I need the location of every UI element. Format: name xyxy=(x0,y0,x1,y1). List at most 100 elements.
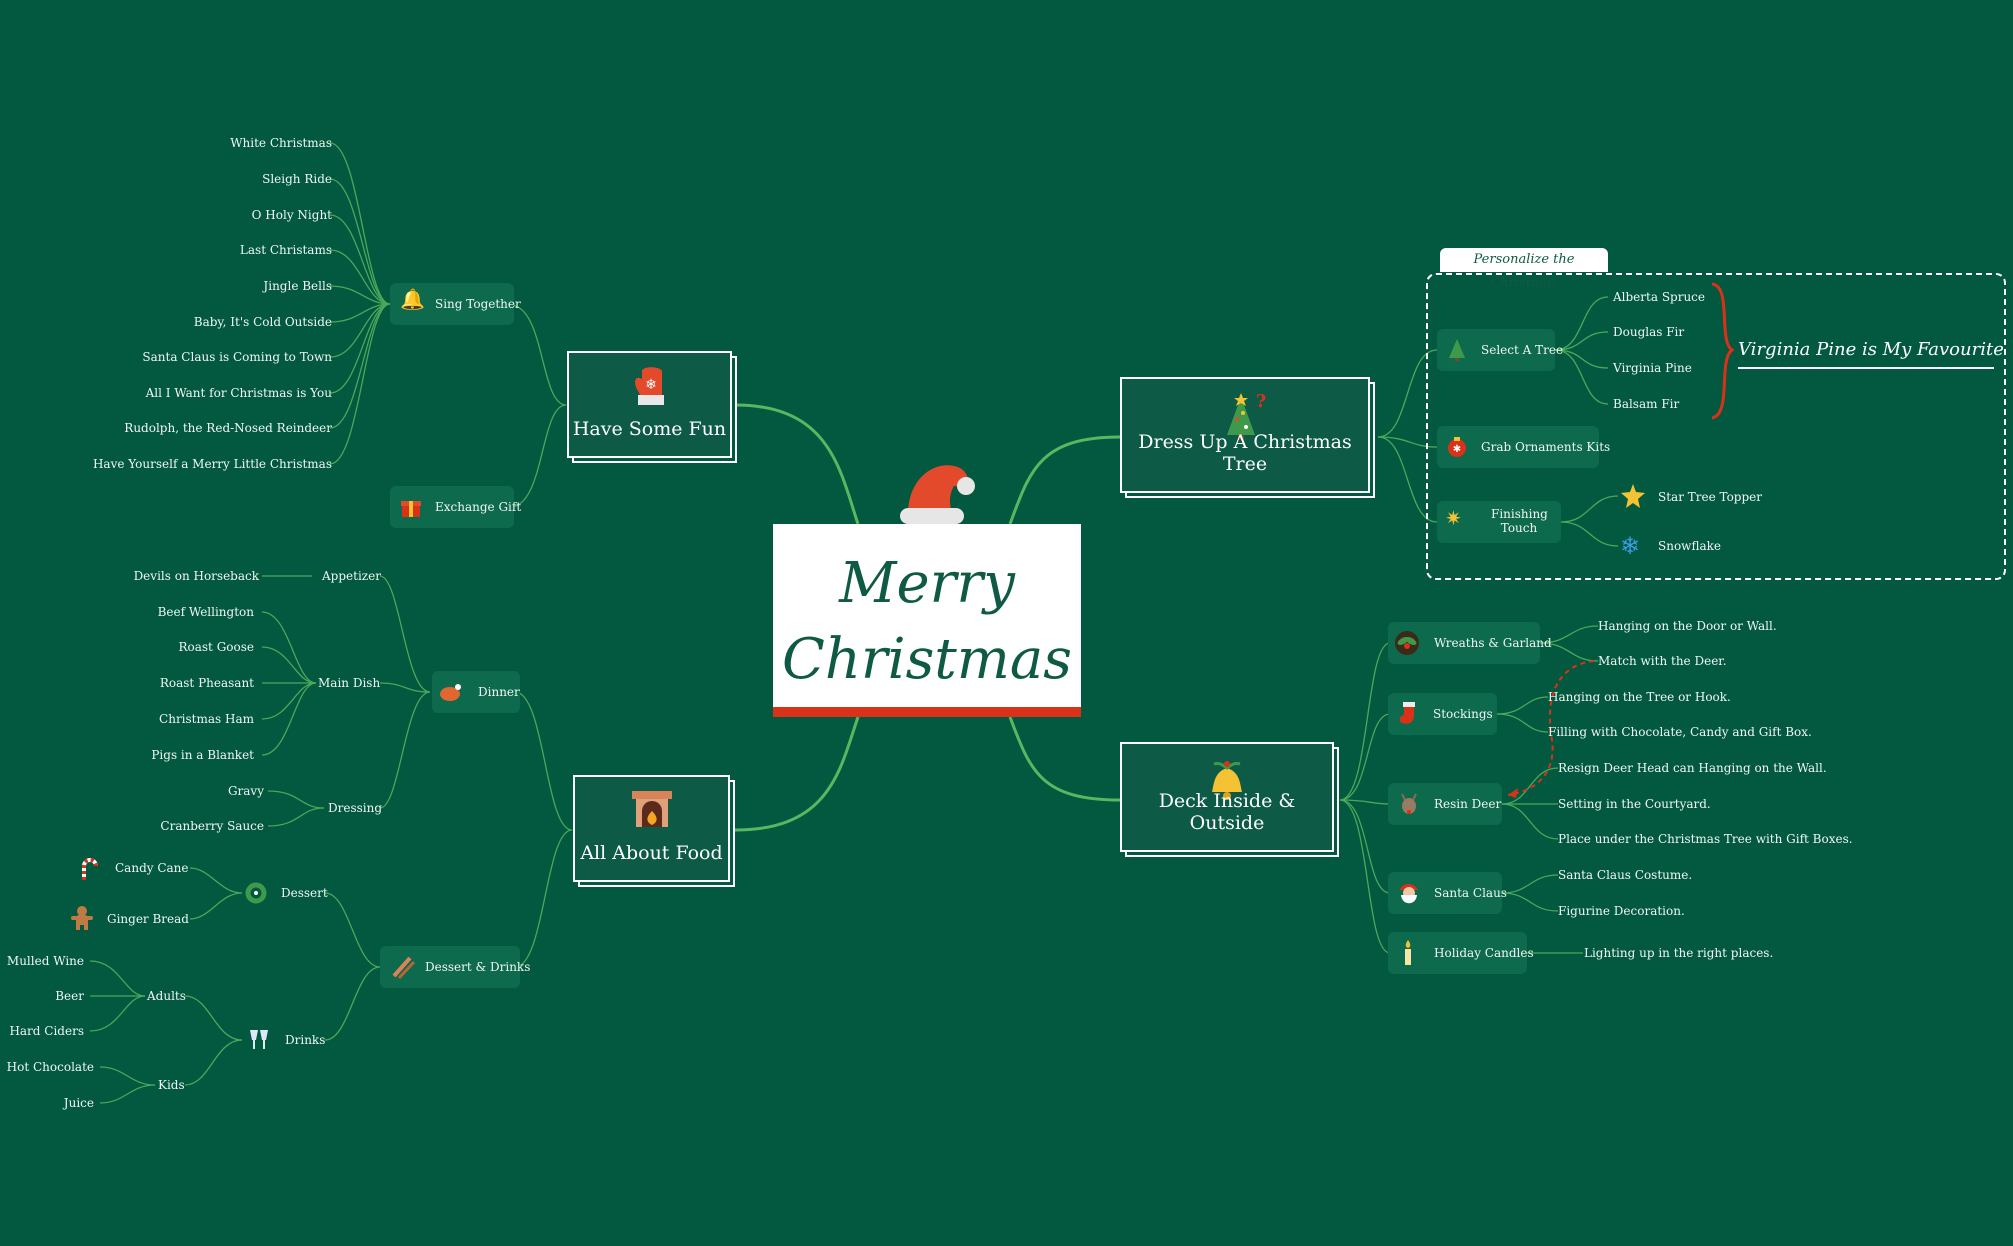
santa-hat-icon xyxy=(900,465,975,524)
ornament-ball-icon: ✱ xyxy=(1448,437,1466,457)
topic-dinner[interactable]: Dinner xyxy=(432,671,520,713)
finishing-item[interactable]: Snowflake xyxy=(1658,539,1721,553)
deck-item[interactable]: Setting in the Courtyard. xyxy=(1558,797,1711,811)
central-title-line-1: Merry xyxy=(839,551,1015,616)
topic-resin-deer[interactable]: Resin Deer xyxy=(1388,783,1502,825)
drink-item[interactable]: Hot Chocolate xyxy=(6,1060,94,1074)
pine-tree-icon xyxy=(1449,339,1465,361)
drink-item[interactable]: Juice xyxy=(63,1096,94,1110)
finishing-item[interactable]: Star Tree Topper xyxy=(1658,490,1763,504)
favourite-summary[interactable]: Virginia Pine is My Favourite xyxy=(1738,339,2004,360)
tree-type-item[interactable]: Balsam Fir xyxy=(1613,397,1680,411)
reindeer-icon xyxy=(1401,793,1417,814)
topic-adults[interactable]: Adults xyxy=(147,989,186,1003)
sparkler-icon: ✷ xyxy=(1445,506,1462,530)
mitten-icon: ❄ xyxy=(634,367,664,405)
topic-kids[interactable]: Kids xyxy=(158,1078,185,1092)
summary-underline xyxy=(1738,367,1994,369)
song-item[interactable]: Have Yourself a Merry Little Christmas xyxy=(92,457,332,471)
deck-item[interactable]: Hanging on the Tree or Hook. xyxy=(1548,690,1731,704)
deck-item[interactable]: Hanging on the Door or Wall. xyxy=(1598,619,1777,633)
deck-item[interactable]: Match with the Deer. xyxy=(1598,654,1727,668)
bell-icon: 🔔 xyxy=(400,287,425,311)
food-item[interactable]: Gravy xyxy=(227,784,264,798)
branch-have-some-fun[interactable]: ❄ Have Some Fun xyxy=(567,351,732,458)
topic-main-dish[interactable]: Main Dish xyxy=(318,676,381,690)
topic-wreaths-garland[interactable]: Wreaths & Garland xyxy=(1388,622,1552,664)
topic-label: Dessert & Drinks xyxy=(425,960,531,974)
candle-icon xyxy=(1405,940,1411,965)
topic-stockings[interactable]: Stockings xyxy=(1388,693,1497,735)
food-item[interactable]: Cranberry Sauce xyxy=(160,819,264,833)
food-item[interactable]: Devils on Horseback xyxy=(133,569,259,583)
food-item[interactable]: Roast Pheasant xyxy=(159,676,254,690)
topic-holiday-candles[interactable]: Holiday Candles xyxy=(1388,932,1534,974)
christmas-tree-icon: ? xyxy=(1227,391,1267,440)
song-item[interactable]: White Christmas xyxy=(230,136,332,150)
cinnamon-stick-icon xyxy=(392,956,416,980)
topic-exchange-gift[interactable]: Exchange Gift xyxy=(390,486,521,528)
topic-label: Santa Claus xyxy=(1434,886,1507,900)
topic-dessert[interactable]: Dessert xyxy=(281,886,328,900)
roast-turkey-icon xyxy=(440,684,461,701)
branch-label: Have Some Fun xyxy=(572,418,727,440)
snowflake-icon: ❄ xyxy=(1620,532,1641,560)
topic-select-a-tree[interactable]: Select A Tree xyxy=(1437,329,1563,371)
branch-dress-up-tree[interactable]: ? Dress Up A Christmas Tree xyxy=(1120,377,1370,493)
santa-face-icon xyxy=(1400,884,1418,904)
svg-text:✱: ✱ xyxy=(1453,444,1461,455)
topic-label: Stockings xyxy=(1433,707,1493,721)
deck-item[interactable]: Santa Claus Costume. xyxy=(1558,868,1693,882)
topic-drinks[interactable]: Drinks xyxy=(285,1033,326,1047)
topic-sing-together[interactable]: 🔔 Sing Together xyxy=(390,283,521,325)
central-topic[interactable]: Merry Christmas xyxy=(773,524,1081,717)
candy-cane-icon xyxy=(82,858,98,880)
tree-type-item[interactable]: Alberta Spruce xyxy=(1613,290,1706,304)
tree-type-item[interactable]: Virginia Pine xyxy=(1613,361,1692,375)
branch-label: All About Food xyxy=(580,842,723,864)
stocking-icon xyxy=(1399,702,1415,724)
drink-item[interactable]: Hard Ciders xyxy=(9,1024,84,1038)
song-item[interactable]: O Holy Night xyxy=(251,208,332,222)
song-item[interactable]: All I Want for Christmas is You xyxy=(145,386,332,400)
gift-box-icon xyxy=(401,501,421,517)
branch-all-about-food[interactable]: All About Food xyxy=(573,775,730,882)
deck-item[interactable]: Lighting up in the right places. xyxy=(1584,946,1774,960)
drink-item[interactable]: Beer xyxy=(55,989,84,1003)
tree-type-item[interactable]: Douglas Fir xyxy=(1613,325,1685,339)
deck-item[interactable]: Filling with Chocolate, Candy and Gift B… xyxy=(1548,725,1812,739)
deck-item[interactable]: Resign Deer Head can Hanging on the Wall… xyxy=(1558,761,1827,775)
topic-label-line-2: Touch xyxy=(1500,521,1538,535)
food-item[interactable]: Roast Goose xyxy=(178,640,254,654)
topic-label: Exchange Gift xyxy=(435,500,522,514)
food-item[interactable]: Pigs in a Blanket xyxy=(151,748,254,762)
topic-grab-ornaments[interactable]: ✱ Grab Ornaments Kits xyxy=(1437,426,1610,468)
bell-icon xyxy=(1212,761,1242,800)
branch-deck-inside-outside[interactable]: Deck Inside & Outside xyxy=(1120,742,1334,852)
drink-item[interactable]: Mulled Wine xyxy=(6,954,84,968)
topic-finishing-touch[interactable]: ✷ Finishing Touch xyxy=(1437,501,1561,543)
song-item[interactable]: Last Christams xyxy=(239,243,332,257)
dessert-item[interactable]: Ginger Bread xyxy=(107,912,189,926)
dessert-item[interactable]: Candy Cane xyxy=(115,861,189,875)
food-item[interactable]: Christmas Ham xyxy=(159,712,254,726)
topic-dressing[interactable]: Dressing xyxy=(328,801,383,815)
topic-appetizer[interactable]: Appetizer xyxy=(322,569,381,583)
food-item[interactable]: Beef Wellington xyxy=(157,605,254,619)
topic-santa-claus[interactable]: Santa Claus xyxy=(1388,872,1507,914)
song-item[interactable]: Jingle Bells xyxy=(263,279,332,293)
deck-item[interactable]: Place under the Christmas Tree with Gift… xyxy=(1558,832,1853,846)
song-item[interactable]: Santa Claus is Coming to Town xyxy=(142,350,332,364)
song-item[interactable]: Rudolph, the Red-Nosed Reindeer xyxy=(124,421,332,435)
topic-label: Grab Ornaments Kits xyxy=(1481,440,1611,454)
topic-label: Resin Deer xyxy=(1434,797,1502,811)
deck-item[interactable]: Figurine Decoration. xyxy=(1558,904,1685,918)
star-icon xyxy=(1621,484,1645,508)
song-item[interactable]: Sleigh Ride xyxy=(262,172,332,186)
topic-dessert-drinks[interactable]: Dessert & Drinks xyxy=(380,946,530,988)
svg-text:?: ? xyxy=(1256,391,1267,412)
svg-text:❄: ❄ xyxy=(645,377,657,393)
song-item[interactable]: Baby, It's Cold Outside xyxy=(193,315,332,329)
